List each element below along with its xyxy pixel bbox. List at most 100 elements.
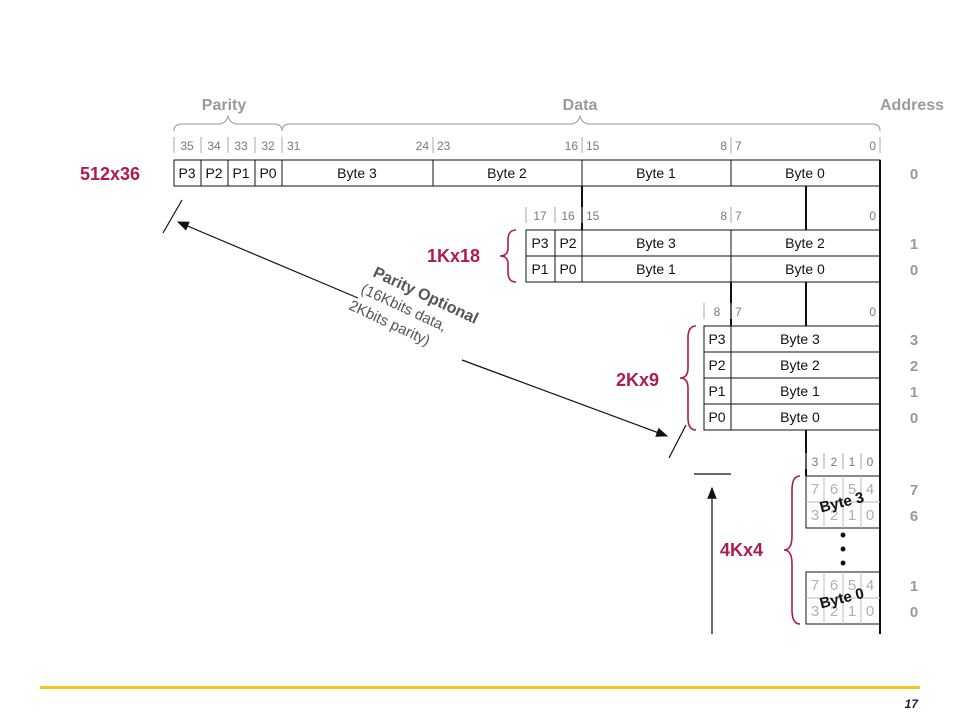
tick-mark: [162, 199, 183, 234]
config-4kx4-label: 4Kx4: [720, 540, 763, 560]
parity-cell: P1: [531, 261, 548, 277]
parity-cell: P2: [205, 165, 222, 181]
bit-cell: 0: [866, 603, 874, 620]
address-label: 2: [910, 358, 918, 375]
ellipsis-dot: •: [840, 539, 846, 559]
byte-cell: Byte 1: [636, 165, 676, 181]
bit-label: 7: [735, 305, 742, 319]
address-label: 6: [910, 508, 918, 525]
ellipsis-dot: •: [840, 525, 846, 545]
address-label: 0: [910, 604, 918, 621]
bit-label: 7: [735, 209, 742, 223]
config-2kx9: 2Kx9 8 7 0 P3 Byte 3 3 P2 Byte 2 2 P1 By…: [616, 303, 918, 431]
bit-label: 7: [735, 139, 742, 153]
bit-cell: 0: [866, 507, 874, 524]
parity-cell: P3: [708, 331, 725, 347]
tick-mark: [668, 424, 687, 459]
parity-arrow-left: [176, 221, 359, 299]
bit-label: 8: [720, 209, 727, 223]
bit-cell: 3: [811, 603, 819, 620]
bit-cell: 5: [848, 481, 856, 498]
parity-cell: P1: [708, 383, 725, 399]
bit-label: 16: [561, 209, 575, 223]
byte-cell: Byte 2: [785, 235, 825, 251]
bit-label: 31: [287, 139, 301, 153]
byte-cell: Byte 1: [780, 383, 820, 399]
bit-label: 17: [533, 209, 547, 223]
address-header: Address: [880, 97, 944, 114]
nibble-byte-label: Byte 0: [818, 585, 866, 612]
bit-cell: 6: [830, 481, 838, 498]
config-4kx4-brace: [783, 475, 801, 625]
byte-cell: Byte 0: [785, 261, 825, 277]
bit-label: 16: [565, 139, 579, 153]
address-label: 0: [910, 410, 918, 427]
parity-cell: P3: [531, 235, 548, 251]
bit-label: 33: [234, 139, 248, 153]
config-2kx9-label: 2Kx9: [616, 370, 659, 390]
bit-label: 3: [812, 455, 819, 469]
byte-cell: Byte 3: [337, 165, 377, 181]
bit-cell: 2: [830, 603, 838, 620]
bit-label: 0: [869, 209, 876, 223]
bit-cell: 1: [848, 603, 856, 620]
data-brace: [281, 115, 881, 132]
config-2kx9-brace: [679, 325, 697, 431]
bit-label: 2: [831, 455, 838, 469]
bit-label: 15: [586, 209, 600, 223]
address-label: 3: [910, 332, 918, 349]
bit-cell: 5: [848, 577, 856, 594]
bit-cell: 6: [830, 577, 838, 594]
bit-label: 34: [207, 139, 221, 153]
parity-cell: P0: [708, 409, 725, 425]
bit-cell: 4: [866, 481, 874, 498]
parity-cell: P3: [178, 165, 195, 181]
word-row: [173, 159, 881, 187]
address-label: 0: [910, 166, 918, 183]
footer-rule: [40, 686, 920, 689]
ellipsis-dot: •: [840, 553, 846, 573]
parity-arrow-right: [461, 359, 669, 437]
address-label: 7: [910, 482, 918, 499]
config-512x36: 512x36 35 34 33 32 31 24 23 16 15 8 7 0 …: [80, 137, 918, 187]
config-4kx4: 4Kx4 3 2 1 0 7 6 5 4 3 2 1 0 Byte 3 7 6 …: [720, 453, 918, 625]
bit-label: 8: [714, 305, 721, 319]
bit-cell: 1: [848, 507, 856, 524]
parity-note: Parity Optional (16Kbits data, 2Kbits pa…: [346, 264, 480, 349]
byte-cell: Byte 0: [785, 165, 825, 181]
page-number: 17: [905, 697, 920, 711]
bit-label: 0: [867, 455, 874, 469]
bit-label: 24: [416, 139, 430, 153]
nibble-byte-label: Byte 3: [818, 489, 866, 516]
config-1kx18-brace: [499, 229, 517, 283]
parity-header: Parity: [202, 97, 247, 114]
bit-label: 0: [869, 305, 876, 319]
data-header: Data: [563, 97, 598, 114]
parity-cell: P2: [559, 235, 576, 251]
parity-cell: P0: [259, 165, 276, 181]
address-label: 1: [910, 384, 918, 401]
bit-label: 1: [849, 455, 856, 469]
byte-cell: Byte 1: [636, 261, 676, 277]
bit-cell: 2: [830, 507, 838, 524]
config-1kx18: 1Kx18 17 16 15 8 7 0 P3 P2 Byte 3 Byte 2…: [427, 207, 918, 283]
bit-label: 32: [261, 139, 275, 153]
byte-cell: Byte 3: [636, 235, 676, 251]
bit-cell: 4: [866, 577, 874, 594]
parity-brace: [173, 115, 283, 132]
byte-cell: Byte 2: [780, 357, 820, 373]
bit-label: 8: [720, 139, 727, 153]
bit-cell: 7: [811, 481, 819, 498]
parity-cell: P1: [232, 165, 249, 181]
parity-cell: P2: [708, 357, 725, 373]
address-label: 0: [910, 262, 918, 279]
bit-label: 23: [437, 139, 451, 153]
byte-cell: Byte 0: [780, 409, 820, 425]
bit-label: 15: [586, 139, 600, 153]
bit-cell: 7: [811, 577, 819, 594]
bit-label: 35: [180, 139, 194, 153]
address-label: 1: [910, 578, 918, 595]
bit-label: 0: [869, 139, 876, 153]
address-label: 1: [910, 236, 918, 253]
